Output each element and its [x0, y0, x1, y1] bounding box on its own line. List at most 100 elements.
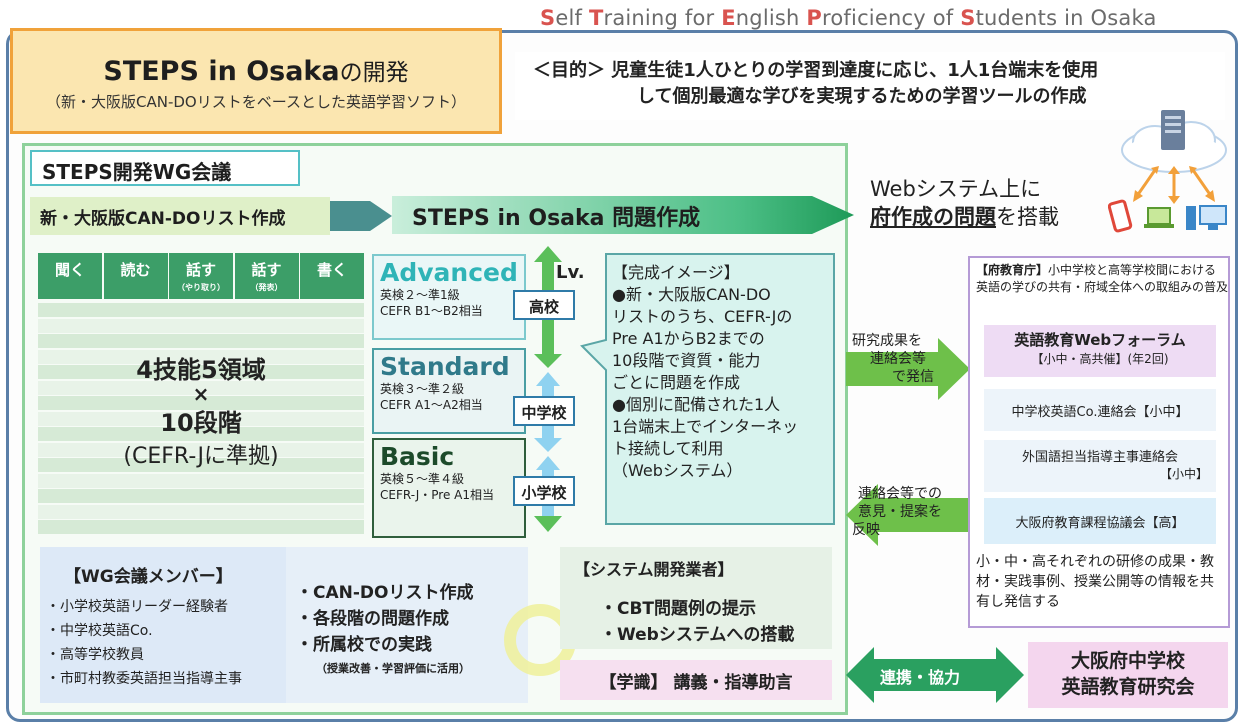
system-dev-item: ・CBT問題例の提示: [600, 599, 757, 619]
skill-grid-row: [38, 458, 364, 472]
skill-header: 聞く: [38, 253, 102, 299]
skill-grid-row: [38, 349, 364, 364]
board-item-middle-coordinators: 中学校英語Co.連絡会【小中】: [984, 389, 1216, 431]
skill-header: 話す（やり取り）: [169, 253, 233, 299]
flow-text-line: 連絡会等での: [858, 486, 942, 502]
board-item-title: 大阪府教育課程協議会【高】: [1015, 516, 1185, 531]
purpose-line-1: ＜目的＞ 児童生徒1人ひとりの学習到達度に応じ、1人1台端末を使用: [533, 60, 1099, 81]
skill-header: 読む: [103, 253, 168, 299]
flow-arrow-1: [30, 197, 392, 235]
completion-line: 【完成イメージ】: [612, 263, 740, 282]
skill-header: 書く: [300, 253, 364, 299]
board-footer: 小・中・高それぞれの研修の成果・教材・実践事例、授業公開等の情報を共有し発信する: [976, 554, 1214, 610]
skill-grid-row: [38, 427, 364, 441]
school-middle: 中学校: [513, 396, 575, 426]
title-en: STEPS in Osaka: [103, 56, 340, 87]
tagline: Self Training for English Proficiency of…: [540, 6, 1157, 30]
page-subtitle: （新・大阪版CAN-DOリストをベースとした英語学習ソフト）: [46, 93, 466, 111]
board-title-org: 【府教育庁】: [976, 263, 1049, 277]
arrow-to-board: [846, 338, 970, 400]
task-item: ・CAN-DOリスト作成: [296, 583, 474, 603]
web-note-rest: を搭載: [996, 205, 1059, 229]
skills-line-1: 4技能5領域: [136, 356, 266, 384]
skills-line-4: (CEFR-Jに準拠): [123, 444, 279, 469]
completion-bubble: [580, 253, 835, 525]
partner-line-1: 大阪府中学校: [1070, 650, 1185, 672]
level-basic-eiken: 英検５～準４級: [380, 472, 465, 486]
tagline-word: roficiency of: [822, 6, 961, 30]
skill-grid-row: [38, 396, 364, 410]
skill-header-sublabel: （発表）: [250, 283, 283, 292]
arrow-to-board-text: 研究成果を連絡会等で発信: [852, 332, 934, 386]
board-item-supervisors: 外国語担当指導主事連絡会 【小中】: [984, 440, 1216, 492]
skill-grid-row: [38, 365, 364, 379]
skill-grid-row: [38, 334, 364, 348]
skill-header-label: 話す: [251, 261, 282, 279]
arrow-from-board: [846, 484, 970, 546]
cloud-server-icon: [1121, 110, 1227, 204]
devices-icon: [1108, 199, 1227, 233]
skills-grid: 聞く読む話す（やり取り） 話す （発表） 書く: [38, 253, 364, 535]
level-basic: Basic 英検５～準４級 CEFR-J・Pre A1相当: [372, 438, 526, 538]
skill-grid-row: [38, 520, 364, 534]
cooperation-arrow: [846, 647, 1024, 703]
partner-line-2: 英語教育研究会: [1061, 676, 1195, 698]
board-item-title: 中学校英語Co.連絡会【小中】: [1011, 405, 1189, 420]
board-item-forum: 英語教育Webフォーラム 【小中・高共催】(年2回): [984, 325, 1216, 377]
member-item: ・高等学校教員: [46, 647, 144, 663]
members-title: 【WG会議メンバー】: [64, 567, 233, 587]
completion-line: リストのうち、CEFR-Jの: [612, 307, 793, 326]
flow-text-line: 意見・提案を: [858, 504, 942, 520]
skill-header-label: 読む: [120, 261, 151, 279]
flow-arrow-2: [392, 196, 854, 234]
school-high: 高校: [513, 290, 575, 320]
skill-header: 話す （発表）: [234, 253, 299, 299]
task-item: ・各段階の問題作成: [296, 609, 449, 629]
level-standard-eiken: 英検３～準２級: [380, 382, 465, 396]
step-problem-creation: STEPS in Osaka 問題作成: [412, 206, 701, 231]
tagline-word: nglish: [735, 6, 807, 30]
web-system-note: Webシステム上に 府作成の問題を搭載: [870, 175, 1059, 231]
member-item: ・市町村教委英語担当指導主事: [46, 671, 242, 687]
partner-association: 大阪府中学校 英語教育研究会: [1028, 642, 1228, 708]
skill-header-sublabel: （やり取り）: [177, 283, 225, 292]
system-dev-panel: [560, 547, 832, 649]
level-standard-cefr: CEFR A1～A2相当: [380, 398, 483, 412]
web-note-line-2: 府作成の問題を搭載: [870, 203, 1059, 231]
task-note: （授業改善・学習評価に活用）: [316, 662, 470, 675]
tagline-word: tudents in Osaka: [975, 6, 1157, 30]
skill-header-label: 書く: [316, 261, 347, 279]
tagline-initial: T: [588, 6, 604, 30]
level-advanced-cefr: CEFR B1～B2相当: [380, 304, 483, 318]
skill-grid-row: [38, 380, 364, 395]
system-dev-title: 【システム開発業者】: [574, 560, 734, 579]
level-axis-label: Lv.: [556, 262, 585, 283]
web-note-line-1: Webシステム上に: [870, 177, 1042, 201]
board-item-curriculum: 大阪府教育課程協議会【高】: [984, 498, 1216, 544]
skills-line-2: ×: [192, 382, 210, 406]
tagline-word: raining for: [603, 6, 722, 30]
purpose-statement: ＜目的＞ 児童生徒1人ひとりの学習到達度に応じ、1人1台端末を使用 して個別最適…: [515, 52, 1225, 120]
system-dev-item: ・Webシステムへの搭載: [600, 625, 795, 645]
tagline-initial: S: [960, 6, 976, 30]
purpose-line-2: して個別最適な学びを実現するための学習ツールの作成: [637, 86, 1087, 107]
flow-text-line: 反映: [852, 522, 880, 538]
completion-line: ●新・大阪版CAN-DO: [612, 285, 771, 304]
members-panel: [40, 547, 288, 703]
tagline-word: elf: [555, 6, 589, 30]
level-advanced: Advanced 英検２～準1級 CEFR B1～B2相当: [372, 254, 526, 340]
tasks-panel: [286, 547, 528, 703]
member-item: ・小学校英語リーダー経験者: [46, 599, 228, 615]
skill-grid-row: [38, 473, 364, 488]
board-item-title: 外国語担当指導主事連絡会: [1021, 450, 1178, 465]
completion-line: Pre A1からB2までの: [612, 329, 765, 348]
arrow-from-board-text: 連絡会等での意見・提案を反映: [852, 485, 942, 539]
task-item: ・所属校での実践: [296, 635, 432, 655]
tagline-initial: E: [721, 6, 736, 30]
skills-line-3: 10段階: [160, 409, 242, 437]
completion-line: ●個別に配備された1人: [612, 395, 781, 414]
skill-grid-row: [38, 303, 364, 317]
step-canddo-list: 新・大阪版CAN-DOリスト作成: [40, 209, 286, 229]
skills-grid-summary: 4技能5領域 × 10段階 (CEFR-Jに準拠): [38, 350, 364, 470]
tagline-initial: P: [806, 6, 823, 30]
